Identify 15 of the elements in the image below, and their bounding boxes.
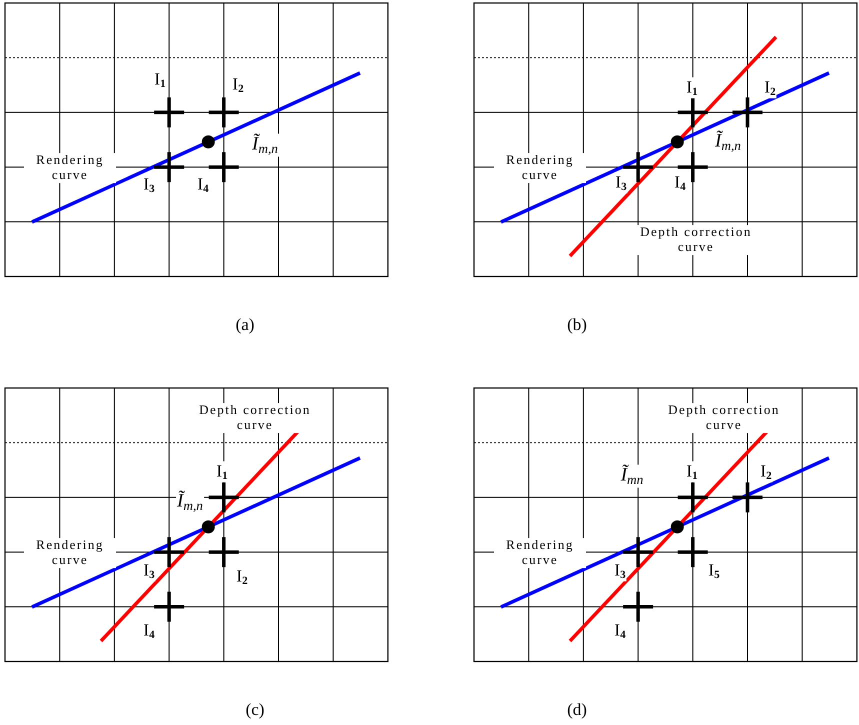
point-label: I$_{1}$ — [685, 461, 699, 483]
panel-caption: (b) — [566, 315, 588, 335]
point-label: I$_{1}$ — [215, 461, 229, 483]
interpolated-value-label: Ĩ$_{m,n}$ — [714, 130, 742, 154]
panel-caption: (a) — [234, 315, 256, 335]
panel-caption: (c) — [244, 700, 266, 720]
interpolated-value-label: Ĩ$_{mn}$ — [620, 464, 644, 488]
interpolated-value-label: Ĩ$_{m,n}$ — [176, 490, 204, 514]
curve-label: Rendering curve — [24, 153, 116, 183]
panel-caption: (d) — [566, 700, 588, 720]
interpolated-value-label: Ĩ$_{m,n}$ — [251, 134, 279, 156]
curve-label: Rendering curve — [24, 538, 116, 568]
curve-label: Rendering curve — [494, 538, 586, 568]
point-label: I$_{1}$ — [685, 77, 699, 99]
curve-label: Rendering curve — [494, 153, 586, 183]
